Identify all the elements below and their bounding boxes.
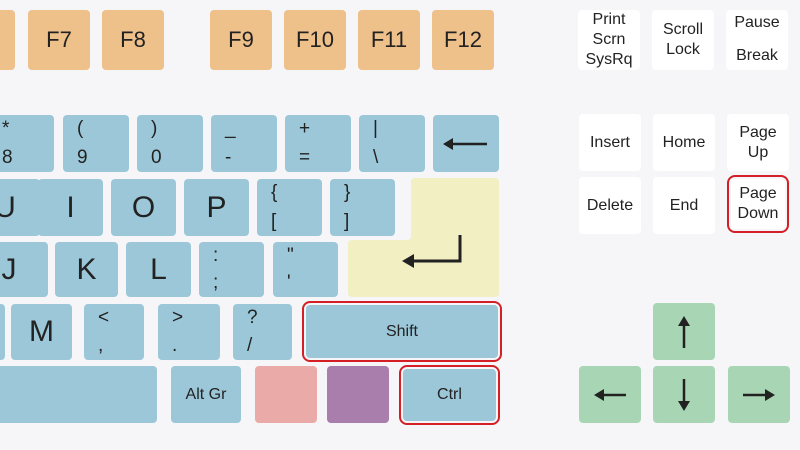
key-bracket-close[interactable]: } ] <box>330 179 395 236</box>
scroll-lock-label-1: Scroll <box>662 21 703 38</box>
f12-key[interactable]: F12 <box>432 10 494 70</box>
key-l[interactable]: L <box>126 242 191 297</box>
key-u[interactable]: U <box>0 179 40 236</box>
key-8-top: * <box>2 118 10 139</box>
key-0-paren[interactable]: ) 0 <box>137 115 203 172</box>
arrow-right-key[interactable] <box>728 366 790 423</box>
key-equals[interactable]: + = <box>285 115 351 172</box>
key-equals-top: + <box>299 118 311 139</box>
enter-key[interactable] <box>348 178 500 298</box>
key-o[interactable]: O <box>111 179 176 236</box>
print-screen-label-1: Print <box>592 11 626 28</box>
key-9-top: ( <box>77 118 84 139</box>
key-comma[interactable]: < , <box>84 304 144 360</box>
page-down-label-2: Down <box>737 205 779 222</box>
key-k[interactable]: K <box>55 242 118 297</box>
key-8-bottom: 8 <box>2 147 13 168</box>
key-8-star[interactable]: * 8 <box>0 115 54 172</box>
key-minus[interactable]: _ - <box>211 115 277 172</box>
key-0-bottom: 0 <box>151 147 162 168</box>
key-bracket-close-bottom: ] <box>344 211 350 232</box>
arrow-up-icon <box>678 315 690 348</box>
key-j[interactable]: J <box>0 242 48 297</box>
key-period-bottom: . <box>172 335 178 356</box>
key-minus-bottom: - <box>225 147 232 168</box>
key-period-top: > <box>172 307 184 328</box>
f9-key[interactable]: F9 <box>210 10 272 70</box>
key-slash[interactable]: ? / <box>233 304 292 360</box>
arrow-up-key[interactable] <box>653 303 715 360</box>
page-up-label-2: Up <box>747 143 769 161</box>
key-bracket-close-top: } <box>344 182 351 203</box>
backspace-arrow-icon <box>443 137 487 150</box>
pause-break-key[interactable]: Pause Break <box>726 10 788 70</box>
key-slash-bottom: / <box>247 335 253 356</box>
arrow-down-icon <box>678 378 690 411</box>
page-down-label-1: Page <box>739 185 777 202</box>
enter-arrow-icon <box>402 235 462 268</box>
print-screen-key[interactable]: Print Scrn SysRq <box>578 10 640 70</box>
key-period[interactable]: > . <box>158 304 220 360</box>
print-screen-label-2: Scrn <box>592 31 626 48</box>
f6-key-partial[interactable] <box>0 10 15 70</box>
key-0-top: ) <box>151 118 158 139</box>
page-up-key[interactable]: Page Up <box>727 114 789 171</box>
key-n-partial[interactable] <box>0 304 5 360</box>
key-comma-top: < <box>98 307 110 328</box>
windows-key[interactable] <box>255 366 317 423</box>
key-backslash[interactable]: | \ <box>359 115 425 172</box>
key-slash-top: ? <box>247 307 258 328</box>
end-key[interactable]: End <box>653 177 715 234</box>
right-ctrl-key[interactable]: Ctrl <box>399 365 500 425</box>
key-p[interactable]: P <box>184 179 249 236</box>
print-screen-label-3: SysRq <box>585 51 633 68</box>
break-label: Break <box>736 47 778 64</box>
pause-label: Pause <box>734 14 780 31</box>
key-9-bottom: 9 <box>77 147 88 168</box>
key-9-paren[interactable]: ( 9 <box>63 115 129 172</box>
key-minus-top: _ <box>225 118 236 139</box>
backspace-key[interactable] <box>433 115 499 172</box>
f7-key[interactable]: F7 <box>28 10 90 70</box>
menu-key[interactable] <box>327 366 389 423</box>
delete-key[interactable]: Delete <box>579 177 641 234</box>
key-comma-bottom: , <box>98 335 104 356</box>
page-up-label-1: Page <box>739 123 777 141</box>
arrow-down-key[interactable] <box>653 366 715 423</box>
space-bar-partial[interactable] <box>0 366 157 423</box>
key-semicolon-bottom: ; <box>213 272 219 293</box>
key-bracket-open-top: { <box>271 182 278 203</box>
key-semicolon[interactable]: : ; <box>199 242 264 297</box>
key-backslash-bottom: \ <box>373 147 379 168</box>
key-quote[interactable]: " ' <box>273 242 338 297</box>
f8-key[interactable]: F8 <box>102 10 164 70</box>
insert-key[interactable]: Insert <box>579 114 641 171</box>
scroll-lock-label-2: Lock <box>666 41 700 58</box>
arrow-right-icon <box>743 388 775 401</box>
key-backslash-top: | <box>373 118 378 139</box>
scroll-lock-key[interactable]: Scroll Lock <box>652 10 714 70</box>
key-bracket-open[interactable]: { [ <box>257 179 322 236</box>
right-shift-key[interactable]: Shift <box>302 301 502 362</box>
arrow-left-icon <box>594 388 626 401</box>
home-key[interactable]: Home <box>653 114 715 171</box>
key-semicolon-top: : <box>213 245 219 266</box>
arrow-left-key[interactable] <box>579 366 641 423</box>
key-quote-top: " <box>287 245 294 266</box>
f11-key[interactable]: F11 <box>358 10 420 70</box>
f10-key[interactable]: F10 <box>284 10 346 70</box>
key-equals-bottom: = <box>299 147 311 168</box>
key-m[interactable]: M <box>11 304 72 360</box>
key-quote-bottom: ' <box>287 272 291 293</box>
page-down-key[interactable]: Page Down <box>727 175 789 233</box>
key-i[interactable]: I <box>38 179 103 236</box>
key-bracket-open-bottom: [ <box>271 211 277 232</box>
alt-gr-key[interactable]: Alt Gr <box>171 366 241 423</box>
